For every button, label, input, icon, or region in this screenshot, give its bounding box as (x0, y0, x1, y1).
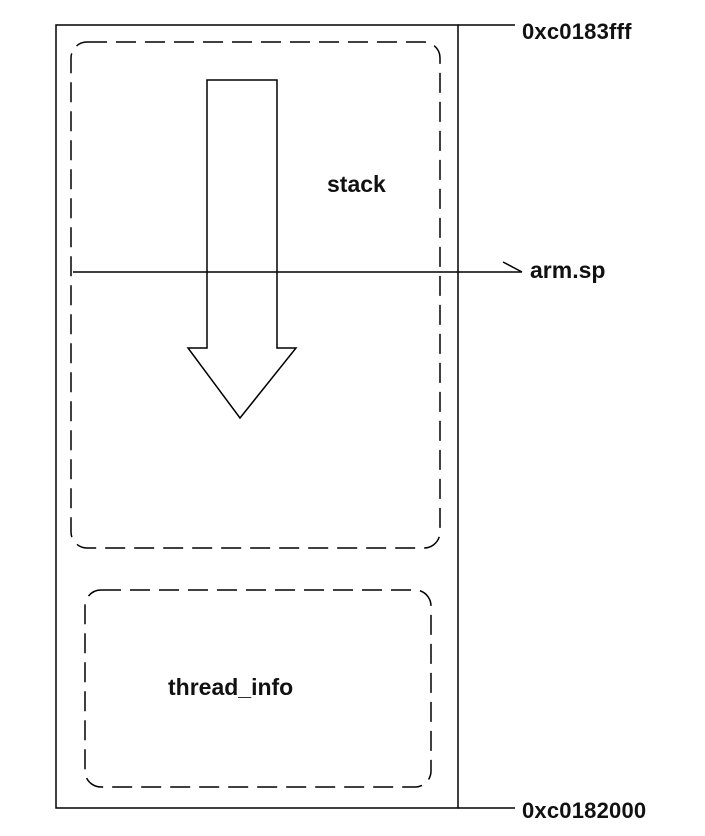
stack-pointer-label: arm.sp (530, 257, 606, 283)
thread-info-label: thread_info (168, 674, 294, 700)
thread-memory-block (55, 24, 459, 809)
stack-pointer-tick (502, 261, 523, 273)
stack-growth-arrow (186, 79, 298, 420)
thread-info-region (84, 589, 432, 788)
stack-label: stack (327, 171, 386, 197)
bottom-address-label: 0xc0182000 (522, 798, 647, 823)
top-address-label: 0xc0183fff (522, 19, 632, 44)
stack-region (70, 41, 441, 549)
